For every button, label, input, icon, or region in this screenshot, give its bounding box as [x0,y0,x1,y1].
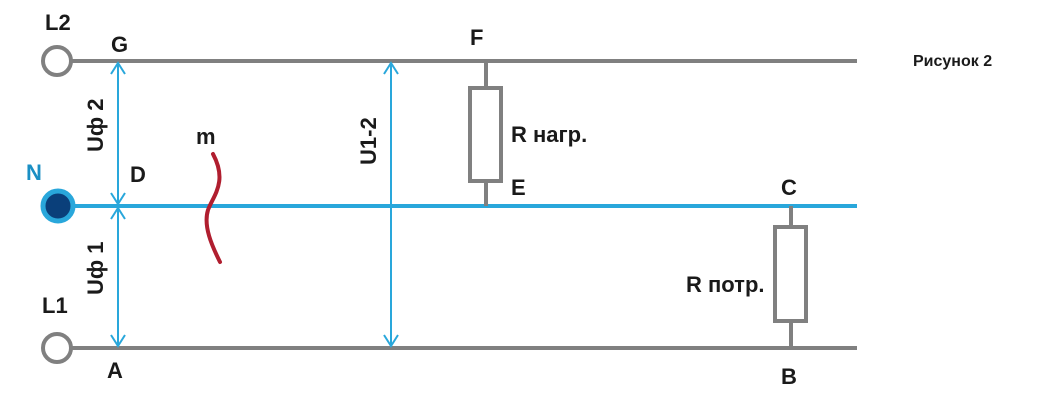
wave-marker [204,152,222,264]
l1-label: L1 [42,293,68,318]
l2-label: L2 [45,10,71,35]
point-c-label: C [781,175,797,200]
uf1-arrow-bottom [110,334,126,348]
neutral-terminal [40,188,76,224]
l1-terminal [41,332,73,364]
uf2-label: Uф 2 [83,99,108,153]
l2-terminal [41,45,73,77]
point-g-label: G [111,32,128,57]
load-resistor [468,86,503,183]
point-b-label: B [781,364,797,389]
wave-marker-label: m [196,124,216,149]
load-resistor-label: R нагр. [511,122,587,147]
neutral-label: N [26,160,42,185]
u12-arrow-top [383,61,399,75]
figure-caption: Рисунок 2 [913,53,992,70]
point-f-label: F [470,25,483,50]
u12-arrow-bottom [383,334,399,348]
u12-label: U1-2 [356,117,381,165]
uf2-arrow-bottom [110,192,126,206]
consumer-resistor-label: R потр. [686,272,765,297]
point-a-label: A [107,358,123,383]
point-d-label: D [130,162,146,187]
consumer-resistor [773,225,808,323]
point-e-label: E [511,175,526,200]
uf2-arrow-top [110,61,126,75]
uf1-arrow-top [110,206,126,220]
uf1-label: Uф 1 [83,242,108,296]
